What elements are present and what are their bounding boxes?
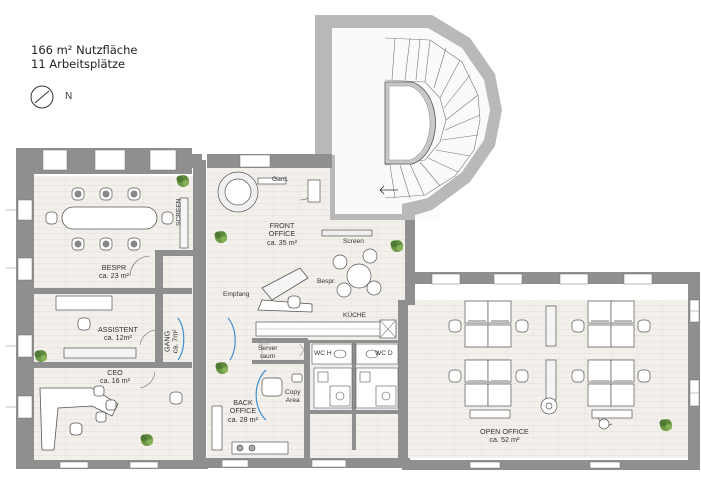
window-ticks bbox=[6, 209, 700, 408]
room-label-bespr: BESPR ca. 23 m² bbox=[99, 263, 129, 281]
room-label-assistent: ASSISTENT ca. 12m² bbox=[98, 325, 138, 343]
windows bbox=[17, 149, 700, 469]
server-room bbox=[258, 343, 309, 360]
room-area: ca. 28 m² bbox=[228, 414, 258, 424]
room-name: OFFICE bbox=[268, 229, 296, 239]
room-area: ca. 16 m² bbox=[100, 376, 130, 386]
room-name: OFFICE bbox=[229, 406, 257, 416]
room-area: ca. 12m² bbox=[103, 333, 132, 343]
room-area: ca. 23 m² bbox=[99, 271, 129, 281]
meeting-table-bespr bbox=[45, 187, 189, 251]
wc-h-label: WC H bbox=[314, 350, 332, 357]
bespr-front-label: Bespr. bbox=[317, 278, 336, 285]
room-name: FRONT bbox=[269, 221, 295, 230]
room-name: ASSISTENT bbox=[98, 325, 138, 334]
room-label-open-office: OPEN OFFICE ca. 52 m² bbox=[480, 427, 529, 445]
north-arrow-icon bbox=[30, 85, 54, 109]
server-room-label: Server raum bbox=[258, 345, 277, 362]
north-label: N bbox=[65, 91, 73, 102]
desk-ceo bbox=[39, 385, 119, 451]
room-name: OPEN OFFICE bbox=[480, 427, 529, 436]
screen-label-bespr: Screen bbox=[175, 198, 183, 226]
desk-assistent bbox=[55, 295, 137, 359]
room-name: BESPR bbox=[101, 263, 127, 272]
wc-d-label: WC D bbox=[375, 350, 393, 357]
reception-desk bbox=[257, 267, 313, 313]
kitchen-label: KÜCHE bbox=[343, 312, 367, 319]
room-name: CEO bbox=[107, 368, 123, 377]
room-name: Copy bbox=[285, 389, 301, 396]
screen-label-front: Screen bbox=[343, 238, 364, 245]
room-area: ca. 35 m² bbox=[267, 237, 297, 247]
room-label-back-office: BACK OFFICE ca. 28 m² bbox=[228, 398, 258, 424]
open-office-desks bbox=[448, 300, 651, 419]
kitchen-counter bbox=[255, 319, 397, 339]
empfang-label: Empfang bbox=[223, 291, 250, 298]
room-name: BACK bbox=[233, 398, 253, 407]
glass-doors bbox=[177, 317, 267, 421]
wc-fixtures bbox=[311, 343, 399, 409]
room-name: Area bbox=[285, 397, 300, 405]
workplaces-title: 11 Arbeitsplätze bbox=[31, 57, 126, 71]
garderobe-label: Gard. bbox=[272, 176, 289, 183]
room-area: ca. 7m² bbox=[170, 329, 180, 354]
stair-tower bbox=[315, 15, 502, 220]
meeting-bespr-front bbox=[321, 229, 382, 298]
back-office-furniture bbox=[211, 373, 303, 455]
lamp-open-office bbox=[540, 397, 613, 430]
room-name: raum bbox=[260, 353, 276, 361]
room-area: ca. 52 m² bbox=[489, 435, 520, 445]
room-label-front-office: FRONT OFFICE ca. 35 m² bbox=[267, 221, 297, 247]
chair-gang bbox=[169, 391, 183, 405]
copy-area-label: Copy Area bbox=[285, 389, 300, 406]
lounge-front-office bbox=[217, 171, 321, 213]
room-label-gang: GANG ca. 7m² bbox=[163, 329, 181, 354]
room-label-ceo: CEO ca. 16 m² bbox=[100, 368, 130, 386]
floor-area-title: 166 m² Nutzfläche bbox=[31, 43, 138, 57]
room-name: Server bbox=[258, 345, 278, 352]
